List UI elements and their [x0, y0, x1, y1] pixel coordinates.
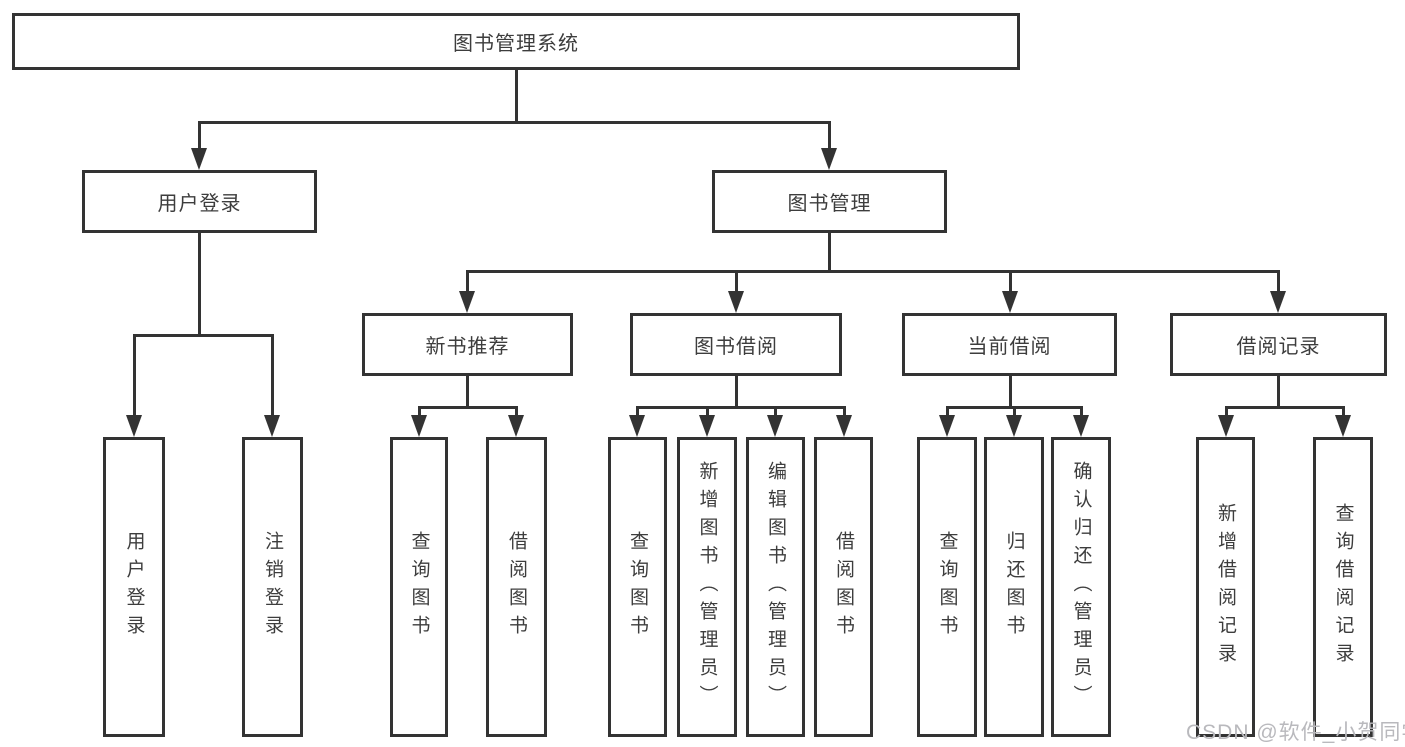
arrowhead-down-icon	[264, 415, 280, 437]
node-leaf-cb-query: 查询图书	[917, 437, 977, 737]
node-label: 当前借阅	[967, 336, 1052, 358]
arrowhead-down-icon	[629, 415, 645, 437]
node-leaf-nbr-query: 查询图书	[390, 437, 448, 737]
arrowhead-down-icon	[1270, 291, 1286, 313]
arrowhead-down-icon	[126, 415, 142, 437]
node-label: 查询图书	[936, 531, 958, 643]
node-leaf-logout: 注销登录	[242, 437, 303, 737]
arrowhead-down-icon	[191, 148, 207, 170]
connector-bar	[197, 120, 831, 124]
connector-drop	[635, 405, 639, 419]
connector-drop	[514, 405, 518, 419]
node-current-borrow: 当前借阅	[902, 313, 1117, 376]
arrowhead-down-icon	[411, 415, 427, 437]
connector-drop	[827, 120, 831, 152]
arrowhead-down-icon	[1073, 415, 1089, 437]
connector-drop	[1012, 405, 1016, 419]
node-new-book-rec: 新书推荐	[362, 313, 573, 376]
connector-drop	[197, 120, 201, 152]
arrowhead-down-icon	[699, 415, 715, 437]
connector-drop	[465, 269, 469, 295]
node-label: 编辑图书（管理员）	[765, 461, 786, 713]
connector-drop	[734, 269, 738, 295]
connector-stem	[465, 375, 469, 409]
node-root: 图书管理系统	[12, 13, 1020, 70]
watermark: CSDN @软件_小贺同学	[1186, 721, 1405, 744]
node-book-borrow: 图书借阅	[630, 313, 842, 376]
connector-stem	[1276, 375, 1280, 409]
connector-stem	[734, 375, 738, 409]
connector-bar	[635, 405, 846, 409]
arrowhead-down-icon	[728, 291, 744, 313]
connector-drop	[945, 405, 949, 419]
connector-drop	[1079, 405, 1083, 419]
connector-bar	[1224, 405, 1345, 409]
connector-drop	[1341, 405, 1345, 419]
arrowhead-down-icon	[821, 148, 837, 170]
connector-drop	[773, 405, 777, 419]
node-label: 借阅图书	[833, 531, 854, 643]
arrowhead-down-icon	[1335, 415, 1351, 437]
node-leaf-bb-query: 查询图书	[608, 437, 667, 737]
arrowhead-down-icon	[1218, 415, 1234, 437]
node-label: 图书管理	[787, 193, 872, 215]
node-label: 用户登录	[157, 193, 242, 215]
node-leaf-br-add: 新增借阅记录	[1196, 437, 1255, 737]
connector-stem	[827, 232, 831, 273]
node-label: 查询图书	[408, 531, 430, 643]
arrowhead-down-icon	[1006, 415, 1022, 437]
node-label: 新书推荐	[425, 336, 510, 358]
node-label: 新增图书（管理员）	[696, 461, 718, 713]
node-label: 归还图书	[1003, 531, 1025, 643]
node-label: 查询图书	[627, 531, 648, 643]
arrowhead-down-icon	[459, 291, 475, 313]
node-leaf-cb-confirm: 确认归还（管理员）	[1051, 437, 1111, 737]
arrowhead-down-icon	[767, 415, 783, 437]
node-leaf-bb-borrow: 借阅图书	[814, 437, 873, 737]
node-label: 图书借阅	[694, 336, 778, 358]
node-label: 新增借阅记录	[1215, 503, 1236, 671]
connector-drop	[1276, 269, 1280, 295]
node-label: 借阅记录	[1236, 336, 1321, 358]
node-label: 确认归还（管理员）	[1070, 461, 1092, 713]
connector-drop	[132, 333, 136, 419]
arrowhead-down-icon	[508, 415, 524, 437]
connector-stem	[197, 232, 201, 337]
node-leaf-bb-edit: 编辑图书（管理员）	[746, 437, 805, 737]
node-leaf-bb-add: 新增图书（管理员）	[677, 437, 737, 737]
arrowhead-down-icon	[939, 415, 955, 437]
connector-drop	[705, 405, 709, 419]
arrowhead-down-icon	[836, 415, 852, 437]
connector-bar	[417, 405, 518, 409]
connector-stem	[1008, 375, 1012, 409]
connector-drop	[842, 405, 846, 419]
node-book-mgmt: 图书管理	[712, 170, 947, 233]
arrowhead-down-icon	[1002, 291, 1018, 313]
connector-bar	[132, 333, 274, 337]
connector-drop	[417, 405, 421, 419]
node-borrow-records: 借阅记录	[1170, 313, 1387, 376]
connector-drop	[270, 333, 274, 419]
node-label: 注销登录	[262, 531, 283, 643]
node-label: 查询借阅记录	[1332, 503, 1354, 671]
node-leaf-br-query: 查询借阅记录	[1313, 437, 1373, 737]
connector-stem	[514, 69, 518, 124]
node-label: 图书管理系统	[453, 33, 579, 55]
connector-bar	[465, 269, 1280, 273]
connector-drop	[1008, 269, 1012, 295]
node-user-login: 用户登录	[82, 170, 317, 233]
node-leaf-cb-return: 归还图书	[984, 437, 1044, 737]
node-leaf-nbr-borrow: 借阅图书	[486, 437, 547, 737]
connector-drop	[1224, 405, 1228, 419]
node-label: 借阅图书	[506, 531, 527, 643]
node-leaf-user-login: 用户登录	[103, 437, 165, 737]
node-label: 用户登录	[123, 531, 145, 643]
